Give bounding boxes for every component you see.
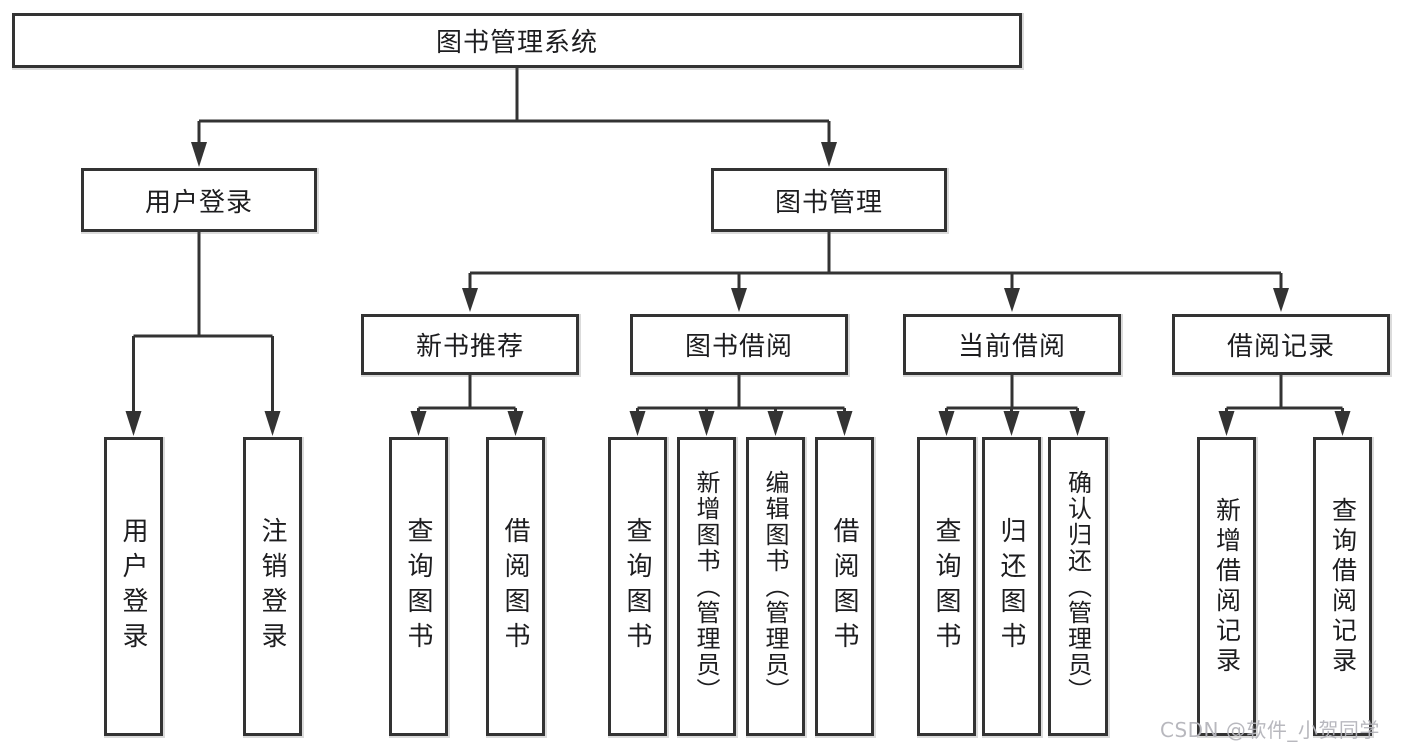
node-add-book-admin: 新增图书（管理员） — [677, 437, 736, 736]
node-query-books-recommend: 查询图书 — [389, 437, 448, 736]
node-user-login-leaf: 用户登录 — [104, 437, 163, 736]
node-query-books-borrowing: 查询图书 — [608, 437, 667, 736]
node-add-borrow-record: 新增借阅记录 — [1197, 437, 1256, 736]
node-query-borrow-record: 查询借阅记录 — [1313, 437, 1372, 736]
node-current-borrowing: 当前借阅 — [903, 314, 1121, 375]
node-logout: 注销登录 — [243, 437, 302, 736]
node-confirm-return-admin: 确认归还（管理员） — [1048, 437, 1108, 736]
node-book-borrowing: 图书借阅 — [630, 314, 848, 375]
node-new-book-recommend: 新书推荐 — [361, 314, 579, 375]
csdn-watermark: CSDN @软件_小贺同学 — [1160, 718, 1380, 742]
node-query-books-current: 查询图书 — [917, 437, 976, 736]
node-edit-book-admin: 编辑图书（管理员） — [746, 437, 805, 736]
node-user-login: 用户登录 — [81, 168, 317, 232]
node-return-books: 归还图书 — [982, 437, 1041, 736]
node-borrowing-records: 借阅记录 — [1172, 314, 1390, 375]
node-borrow-books-recommend: 借阅图书 — [486, 437, 545, 736]
node-borrow-books: 借阅图书 — [815, 437, 874, 736]
node-root-book-management-system: 图书管理系统 — [12, 13, 1022, 68]
node-book-management: 图书管理 — [711, 168, 947, 232]
